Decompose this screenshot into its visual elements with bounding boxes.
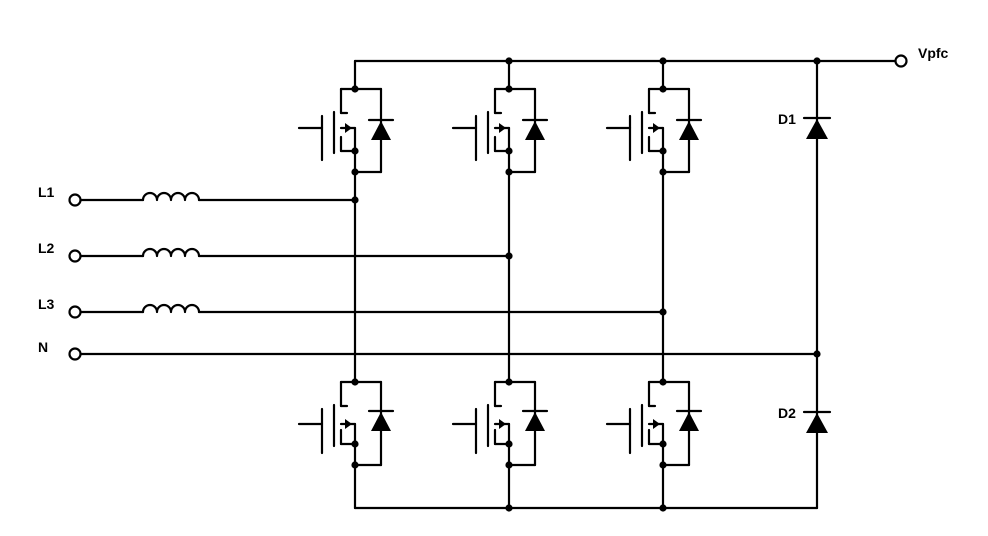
terminal-l3	[68, 305, 82, 319]
label-l1: L1	[38, 184, 55, 200]
label-l3: L3	[38, 296, 55, 312]
mosfet-q6	[605, 380, 703, 510]
input-l3-line	[78, 303, 665, 314]
input-l2-line	[78, 247, 511, 258]
label-n: N	[38, 339, 48, 355]
diode-d2	[802, 410, 832, 433]
diode-d1	[802, 116, 832, 139]
label-d2: D2	[778, 405, 796, 421]
terminal-vpfc	[894, 54, 908, 68]
mosfet-q2	[451, 59, 549, 174]
terminal-l1	[68, 193, 82, 207]
input-l1-line	[78, 191, 357, 202]
label-d1: D1	[778, 111, 796, 127]
mosfet-q5	[451, 380, 549, 510]
label-vpfc: Vpfc	[918, 45, 949, 61]
terminal-n	[68, 347, 82, 361]
mosfet-q4	[297, 380, 395, 510]
terminal-l2	[68, 249, 82, 263]
label-l2: L2	[38, 240, 55, 256]
junction-dots	[351, 57, 821, 512]
mosfet-q3	[605, 59, 703, 174]
mosfet-q1	[297, 59, 395, 174]
